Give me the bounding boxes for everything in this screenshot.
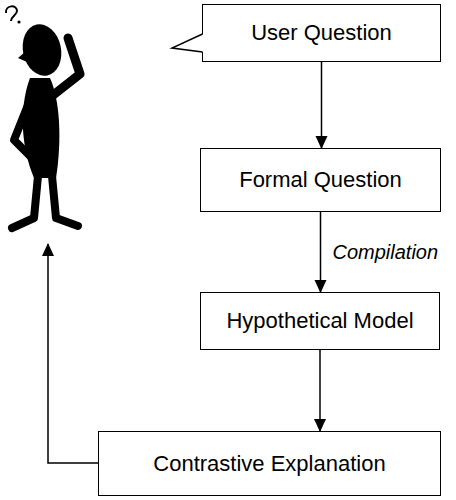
box-label: Hypothetical Model bbox=[226, 308, 413, 333]
person-nose bbox=[18, 52, 27, 62]
bubble-tail bbox=[172, 34, 203, 52]
process-box: Hypothetical Model bbox=[200, 292, 440, 350]
box-label: Formal Question bbox=[239, 167, 402, 192]
process-box: User Question bbox=[202, 4, 441, 62]
flow-arrow bbox=[319, 350, 321, 431]
edge-label: Compilation bbox=[333, 241, 439, 264]
thinking-person bbox=[6, 6, 80, 228]
question-dot bbox=[17, 20, 20, 23]
person-head bbox=[18, 21, 66, 80]
person-right-leg bbox=[52, 176, 78, 226]
box-label: User Question bbox=[251, 20, 392, 45]
process-box: Contrastive Explanation bbox=[98, 431, 441, 496]
box-label: Contrastive Explanation bbox=[153, 451, 385, 476]
flow-arrow bbox=[320, 212, 322, 292]
question-mark bbox=[6, 6, 17, 21]
person-body bbox=[23, 78, 60, 178]
person-raised-arm bbox=[52, 38, 80, 96]
bubble-tail-fill bbox=[172, 34, 203, 52]
flow-arrow bbox=[321, 62, 323, 148]
process-box: Formal Question bbox=[200, 148, 441, 212]
feedback-arrow bbox=[48, 244, 98, 463]
person-arm-on-hip bbox=[14, 100, 34, 160]
person-left-leg bbox=[12, 176, 38, 228]
